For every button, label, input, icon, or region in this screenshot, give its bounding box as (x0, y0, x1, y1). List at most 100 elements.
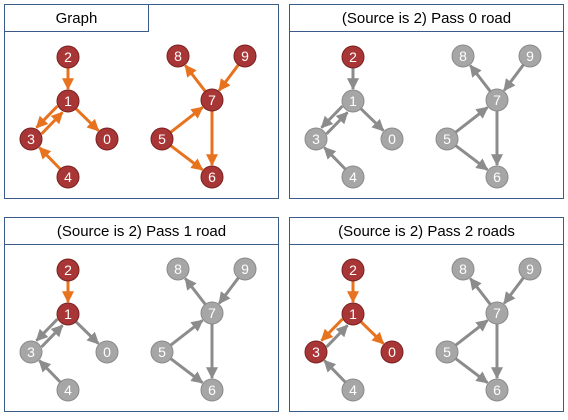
node-label: 4 (64, 169, 72, 185)
panel-pass-0: (Source is 2) Pass 0 road 0 1 2 3 4 5 6 7 8 9 (289, 4, 564, 199)
edge-9-to-7 (217, 276, 240, 305)
node-label: 9 (526, 261, 534, 277)
node-8: 8 (451, 44, 475, 68)
edge-1-to-3 (35, 105, 59, 129)
edge-5-to-6 (169, 144, 204, 171)
node-1: 1 (341, 302, 365, 326)
edge-9-to-7 (502, 276, 525, 305)
node-label: 5 (158, 131, 166, 147)
node-label: 2 (349, 49, 357, 65)
node-1: 1 (341, 89, 365, 113)
edge-1-to-3 (35, 318, 59, 342)
panel-title: Graph (4, 4, 149, 32)
edge-7-to-8 (469, 64, 492, 93)
edge-4-to-3 (323, 146, 347, 171)
node-label: 7 (208, 305, 216, 321)
edge-3-to-1 (325, 324, 349, 348)
panel-graph: Graph 0 1 2 3 4 5 6 7 8 9 (4, 4, 279, 199)
node-label: 1 (349, 93, 357, 109)
node-label: 4 (64, 382, 72, 398)
node-label: 6 (493, 382, 501, 398)
node-label: 7 (493, 305, 501, 321)
node-label: 4 (349, 382, 357, 398)
node-label: 3 (27, 344, 35, 360)
panel-title: (Source is 2) Pass 1 road (4, 217, 279, 245)
node-6: 6 (200, 378, 224, 402)
node-label: 1 (64, 306, 72, 322)
edge-5-to-6 (169, 357, 204, 384)
graph-diagram: 0 1 2 3 4 5 6 7 8 9 (304, 257, 542, 402)
node-2: 2 (56, 45, 80, 69)
node-5: 5 (435, 340, 459, 364)
panel-title: (Source is 2) Pass 2 roads (289, 217, 564, 245)
node-label: 0 (103, 344, 111, 360)
edge-1-to-0 (359, 107, 385, 132)
node-7: 7 (485, 88, 509, 112)
node-label: 9 (241, 48, 249, 64)
node-2: 2 (341, 45, 365, 69)
edge-1-to-3 (320, 318, 344, 342)
edge-5-to-7 (454, 106, 489, 134)
node-label: 0 (388, 131, 396, 147)
edge-3-to-1 (325, 111, 349, 135)
node-label: 4 (349, 169, 357, 185)
node-label: 9 (526, 48, 534, 64)
node-3: 3 (304, 340, 328, 364)
node-7: 7 (200, 88, 224, 112)
node-label: 5 (158, 344, 166, 360)
node-3: 3 (19, 340, 43, 364)
edge-3-to-1 (40, 324, 64, 348)
node-2: 2 (341, 258, 365, 282)
edge-5-to-6 (454, 144, 489, 171)
graph-diagram: 0 1 2 3 4 5 6 7 8 9 (19, 44, 257, 189)
node-label: 1 (64, 93, 72, 109)
node-label: 0 (103, 131, 111, 147)
edge-1-to-0 (74, 107, 100, 132)
edge-9-to-7 (502, 63, 525, 92)
node-2: 2 (56, 258, 80, 282)
node-7: 7 (485, 301, 509, 325)
edge-1-to-3 (320, 105, 344, 129)
node-8: 8 (166, 257, 190, 281)
edge-1-to-0 (74, 320, 100, 345)
node-4: 4 (56, 165, 80, 189)
node-label: 2 (64, 49, 72, 65)
node-9: 9 (233, 257, 257, 281)
edge-4-to-3 (38, 146, 62, 171)
node-label: 3 (27, 131, 35, 147)
node-0: 0 (380, 127, 404, 151)
edge-7-to-8 (184, 64, 207, 93)
node-label: 6 (208, 382, 216, 398)
panel-title: (Source is 2) Pass 0 road (289, 4, 564, 32)
node-5: 5 (435, 127, 459, 151)
node-8: 8 (451, 257, 475, 281)
node-label: 3 (312, 344, 320, 360)
node-label: 5 (443, 344, 451, 360)
node-label: 8 (174, 261, 182, 277)
node-0: 0 (380, 340, 404, 364)
node-7: 7 (200, 301, 224, 325)
node-label: 3 (312, 131, 320, 147)
node-0: 0 (95, 340, 119, 364)
edge-5-to-7 (454, 319, 489, 347)
node-label: 5 (443, 131, 451, 147)
edge-7-to-8 (469, 277, 492, 306)
node-0: 0 (95, 127, 119, 151)
node-label: 0 (388, 344, 396, 360)
edge-4-to-3 (38, 359, 62, 384)
node-6: 6 (485, 165, 509, 189)
node-9: 9 (233, 44, 257, 68)
node-label: 7 (208, 92, 216, 108)
node-6: 6 (200, 165, 224, 189)
edge-5-to-7 (169, 319, 204, 347)
node-label: 2 (349, 262, 357, 278)
node-label: 8 (459, 48, 467, 64)
node-3: 3 (19, 127, 43, 151)
node-label: 8 (174, 48, 182, 64)
node-5: 5 (150, 340, 174, 364)
edge-5-to-6 (454, 357, 489, 384)
node-label: 1 (349, 306, 357, 322)
panel-pass-1: (Source is 2) Pass 1 road 0 1 2 3 4 5 6 7 8 9 (4, 217, 279, 412)
node-1: 1 (56, 302, 80, 326)
node-3: 3 (304, 127, 328, 151)
